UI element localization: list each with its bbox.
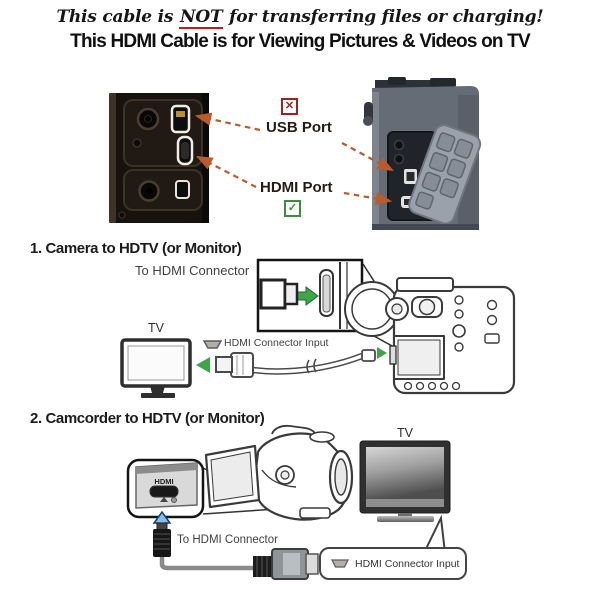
cable-line	[159, 557, 254, 571]
arrow-hdmi-to-left-panel	[196, 155, 257, 188]
section1-hdmi-connector-input-label: HDMI Connector Input	[224, 337, 329, 349]
hdmi-connector-icon	[331, 559, 349, 568]
section1-tv-illustration	[120, 338, 192, 398]
usb-cross-icon: ✕	[281, 98, 298, 115]
warning-suffix: for transferring files or charging!	[223, 7, 544, 27]
inset-connector	[259, 278, 287, 310]
remote-port	[175, 180, 190, 199]
section2-cable-illustration	[152, 510, 319, 580]
cable-break-mark	[306, 358, 317, 374]
section2-camcorder-illustration	[204, 424, 354, 521]
section1-inset	[256, 258, 409, 348]
strain-relief	[253, 556, 273, 577]
hdmi-port-label: HDMI Port	[260, 179, 333, 196]
hdmi-connector-input-callout: HDMI Connector Input	[319, 547, 467, 580]
section2-heading: 2. Camcorder to HDTV (or Monitor)	[30, 410, 265, 427]
hdmi-plug-body	[230, 352, 254, 378]
inset-port-logo: HDMI	[154, 477, 173, 486]
warning-prefix: This cable is	[56, 7, 179, 27]
arrow-hdmi-to-camera	[343, 191, 393, 206]
green-arrow-to-tv-icon	[196, 357, 210, 373]
section2-to-hdmi-connector-label: To HDMI Connector	[177, 534, 278, 546]
green-arrow-to-camera-icon	[377, 347, 387, 359]
section1-to-hdmi-connector-label: To HDMI Connector	[135, 263, 250, 278]
port-pointer-arrows	[194, 112, 394, 206]
section2-inset: HDMI	[126, 458, 278, 519]
section2-tv-label: TV	[397, 426, 413, 440]
mini-hdmi-plug-body	[153, 529, 171, 557]
arrow-usb-to-left-panel	[194, 112, 261, 132]
section1-tv-label: TV	[148, 321, 164, 335]
inset-mini-hdmi-port	[149, 485, 179, 498]
mini-hdmi-plug-tip	[156, 522, 168, 531]
section1-cable-illustration	[196, 340, 387, 378]
hdmi-check-icon: ✓	[284, 200, 301, 217]
usb-port-label: USB Port	[266, 119, 332, 136]
page-title: This HDMI Cable is for Viewing Pictures …	[70, 31, 531, 52]
camera-port-panel-photo	[109, 93, 209, 223]
port-cover-flap	[408, 124, 482, 225]
hdmi-connector-icon	[202, 340, 223, 349]
mini-usb-port	[170, 104, 191, 134]
hdmi-plug-tip	[305, 553, 319, 575]
hdmi-plug-tip	[215, 356, 233, 373]
section1-camera-illustration	[344, 277, 516, 395]
section1-heading: 1. Camera to HDTV (or Monitor)	[30, 240, 242, 257]
camera-side-photo	[363, 77, 482, 230]
warning-line: This cable is NOT for transferring files…	[0, 7, 600, 29]
section2-tv-illustration	[359, 440, 451, 522]
callout-text: HDMI Connector Input	[355, 557, 460, 570]
warning-emphasis: NOT	[179, 7, 224, 29]
